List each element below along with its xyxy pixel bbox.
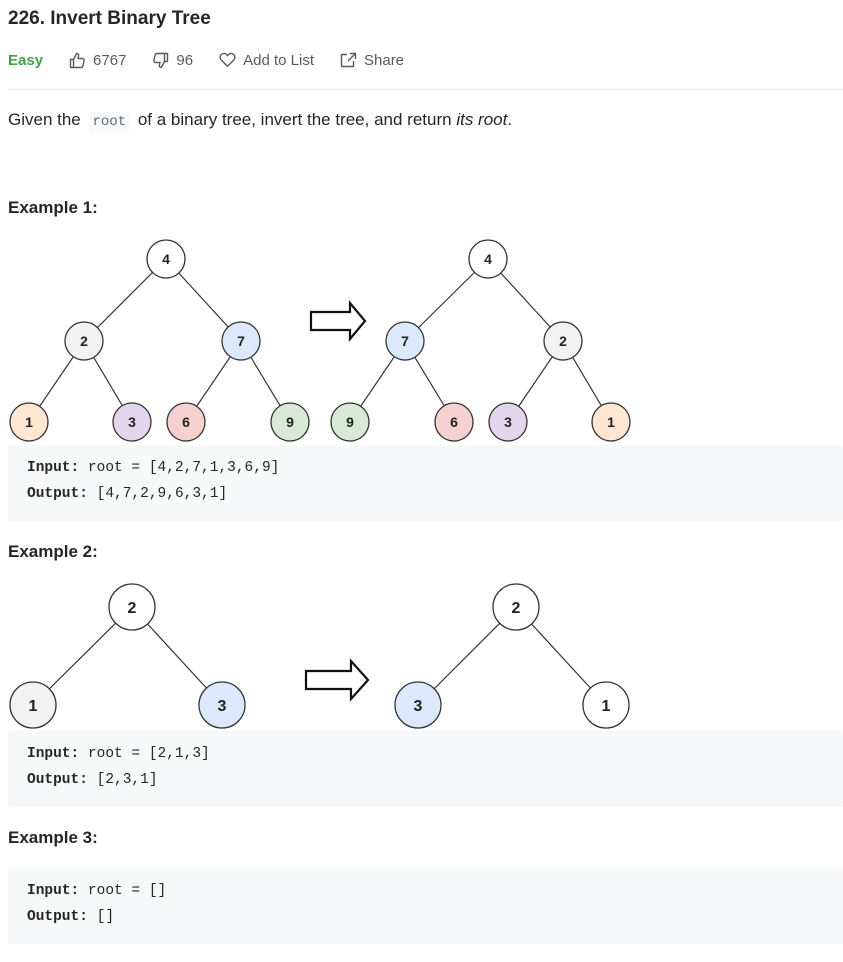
tree-node <box>146 239 186 279</box>
tree-node <box>198 681 246 729</box>
thumbs-down-icon <box>153 52 169 68</box>
add-to-list-button[interactable]: Add to List <box>219 52 314 69</box>
share-button[interactable]: Share <box>340 52 404 69</box>
input-value: root = [] <box>87 883 167 899</box>
dislike-count: 96 <box>176 51 194 69</box>
tree-node <box>492 583 540 631</box>
dislike-button[interactable]: 96 <box>152 52 193 69</box>
tree-node-label: 7 <box>237 333 245 349</box>
header-divider <box>8 89 843 90</box>
tree-node <box>434 402 474 442</box>
tree-node-label: 2 <box>80 333 88 349</box>
tree-node <box>385 321 425 361</box>
tree-node <box>112 402 152 442</box>
add-to-list-label: Add to List <box>243 51 314 69</box>
tree-node <box>108 583 156 631</box>
tree-node-label: 9 <box>346 414 354 430</box>
example-3-code-block: Input: root = [] Output: [] <box>8 868 843 944</box>
tree-node-label: 1 <box>25 414 33 430</box>
problem-title: 226. Invert Binary Tree <box>8 8 211 29</box>
input-value: root = [2,1,3] <box>87 746 210 762</box>
tree-node-label: 4 <box>162 251 170 267</box>
tree-node-label: 4 <box>484 251 492 267</box>
tree-node-label: 1 <box>607 414 615 430</box>
output-label: Output: <box>27 909 88 925</box>
tree-node <box>468 239 508 279</box>
tree-node-label: 9 <box>286 414 294 430</box>
example-2-heading: Example 2: <box>8 542 98 561</box>
input-label: Input: <box>27 746 80 762</box>
tree-node <box>221 321 261 361</box>
input-label: Input: <box>27 883 80 899</box>
tree-node <box>166 402 206 442</box>
output-value: [] <box>96 909 115 925</box>
input-label: Input: <box>27 460 80 476</box>
tree-node-label: 3 <box>414 698 423 715</box>
tree-node <box>9 402 49 442</box>
example-2-code-block: Input: root = [2,1,3] Output: [2,3,1] <box>8 731 843 807</box>
example-1-code-block: Input: root = [4,2,7,1,3,6,9] Output: [4… <box>8 445 843 521</box>
tree-node-label: 2 <box>512 600 521 617</box>
difficulty-badge: Easy <box>8 51 44 69</box>
tree-node-label: 6 <box>182 414 190 430</box>
tree-node-label: 6 <box>450 414 458 430</box>
tree-node <box>9 681 57 729</box>
tree-node-label: 2 <box>128 600 137 617</box>
like-button[interactable]: 6767 <box>69 52 126 69</box>
tree-node <box>543 321 583 361</box>
tree-node <box>394 681 442 729</box>
inline-code-root: root <box>88 112 131 132</box>
tree-node <box>64 321 104 361</box>
tree-node-label: 1 <box>602 698 611 715</box>
tree-node-label: 1 <box>29 698 38 715</box>
example-1-tree-diagram: 4 2 7 1 3 6 9 4 7 2 9 6 3 1 <box>9 239 631 442</box>
tree-node <box>330 402 370 442</box>
tree-node-label: 7 <box>401 333 409 349</box>
share-icon <box>340 52 357 68</box>
heart-icon <box>219 52 236 67</box>
output-value: [4,7,2,9,6,3,1] <box>96 486 228 502</box>
like-count: 6767 <box>93 51 127 69</box>
output-label: Output: <box>27 772 88 788</box>
output-value: [2,3,1] <box>96 772 158 788</box>
input-value: root = [4,2,7,1,3,6,9] <box>87 460 280 476</box>
thumbs-up-icon <box>69 52 85 68</box>
share-label: Share <box>364 51 405 69</box>
tree-node <box>591 402 631 442</box>
problem-description: Given the root of a binary tree, invert … <box>8 110 513 132</box>
tree-node-label: 3 <box>218 698 227 715</box>
output-label: Output: <box>27 486 88 502</box>
example-1-heading: Example 1: <box>8 198 98 217</box>
tree-node-label: 3 <box>504 414 512 430</box>
tree-node <box>488 402 528 442</box>
example-3-heading: Example 3: <box>8 828 98 847</box>
tree-node <box>270 402 310 442</box>
tree-node-label: 3 <box>128 414 136 430</box>
right-arrow-icon <box>309 299 367 343</box>
tree-node-label: 2 <box>559 333 567 349</box>
right-arrow-icon <box>304 658 370 702</box>
tree-node <box>582 681 630 729</box>
example-2-tree-diagram: 2 1 3 2 3 1 <box>9 583 630 729</box>
emphasis-its-root: its root <box>456 110 508 129</box>
problem-meta-bar: Easy 6767 96 Add to List <box>8 48 430 72</box>
